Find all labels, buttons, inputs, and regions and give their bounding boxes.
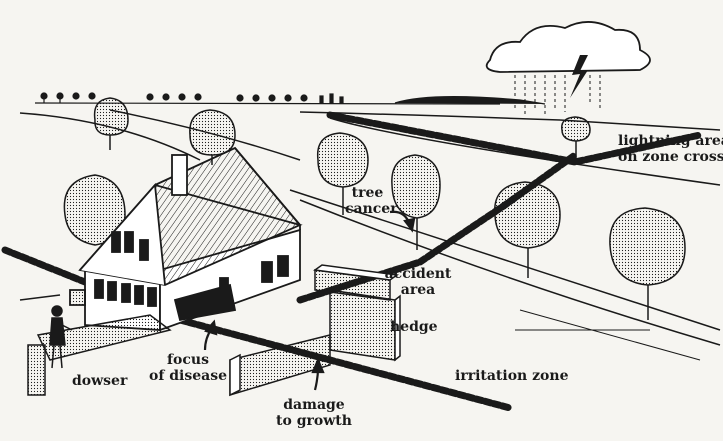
label-hedge: hedge — [390, 319, 438, 335]
horizon — [34, 92, 546, 105]
tree — [494, 181, 561, 278]
label-tree-cancer: tree cancer — [345, 185, 398, 217]
label-dowser: dowser — [72, 373, 128, 389]
house — [69, 146, 303, 332]
tree-behind-house — [63, 174, 126, 246]
label-lightning-area: lightning area on zone crossing — [618, 133, 723, 165]
label-damage-to-growth: damage to growth — [276, 397, 352, 429]
tree-with-cancer — [391, 154, 441, 250]
pointer-arrows — [203, 210, 416, 391]
label-accident-area: accident area — [384, 266, 452, 298]
windows — [94, 231, 289, 307]
dowser-figure — [27, 305, 172, 396]
label-irritation-zone: irritation zone — [455, 368, 569, 384]
storm-cloud — [485, 21, 651, 116]
label-focus-of-disease: focus of disease — [149, 352, 227, 384]
lightning-bolt-icon — [570, 55, 588, 98]
hedge — [229, 264, 401, 397]
tree — [609, 207, 686, 320]
tree — [93, 97, 129, 150]
tree-lightning — [561, 116, 591, 162]
tree — [316, 132, 369, 215]
tree — [189, 109, 236, 165]
trees — [63, 97, 686, 320]
chimney — [171, 154, 188, 196]
